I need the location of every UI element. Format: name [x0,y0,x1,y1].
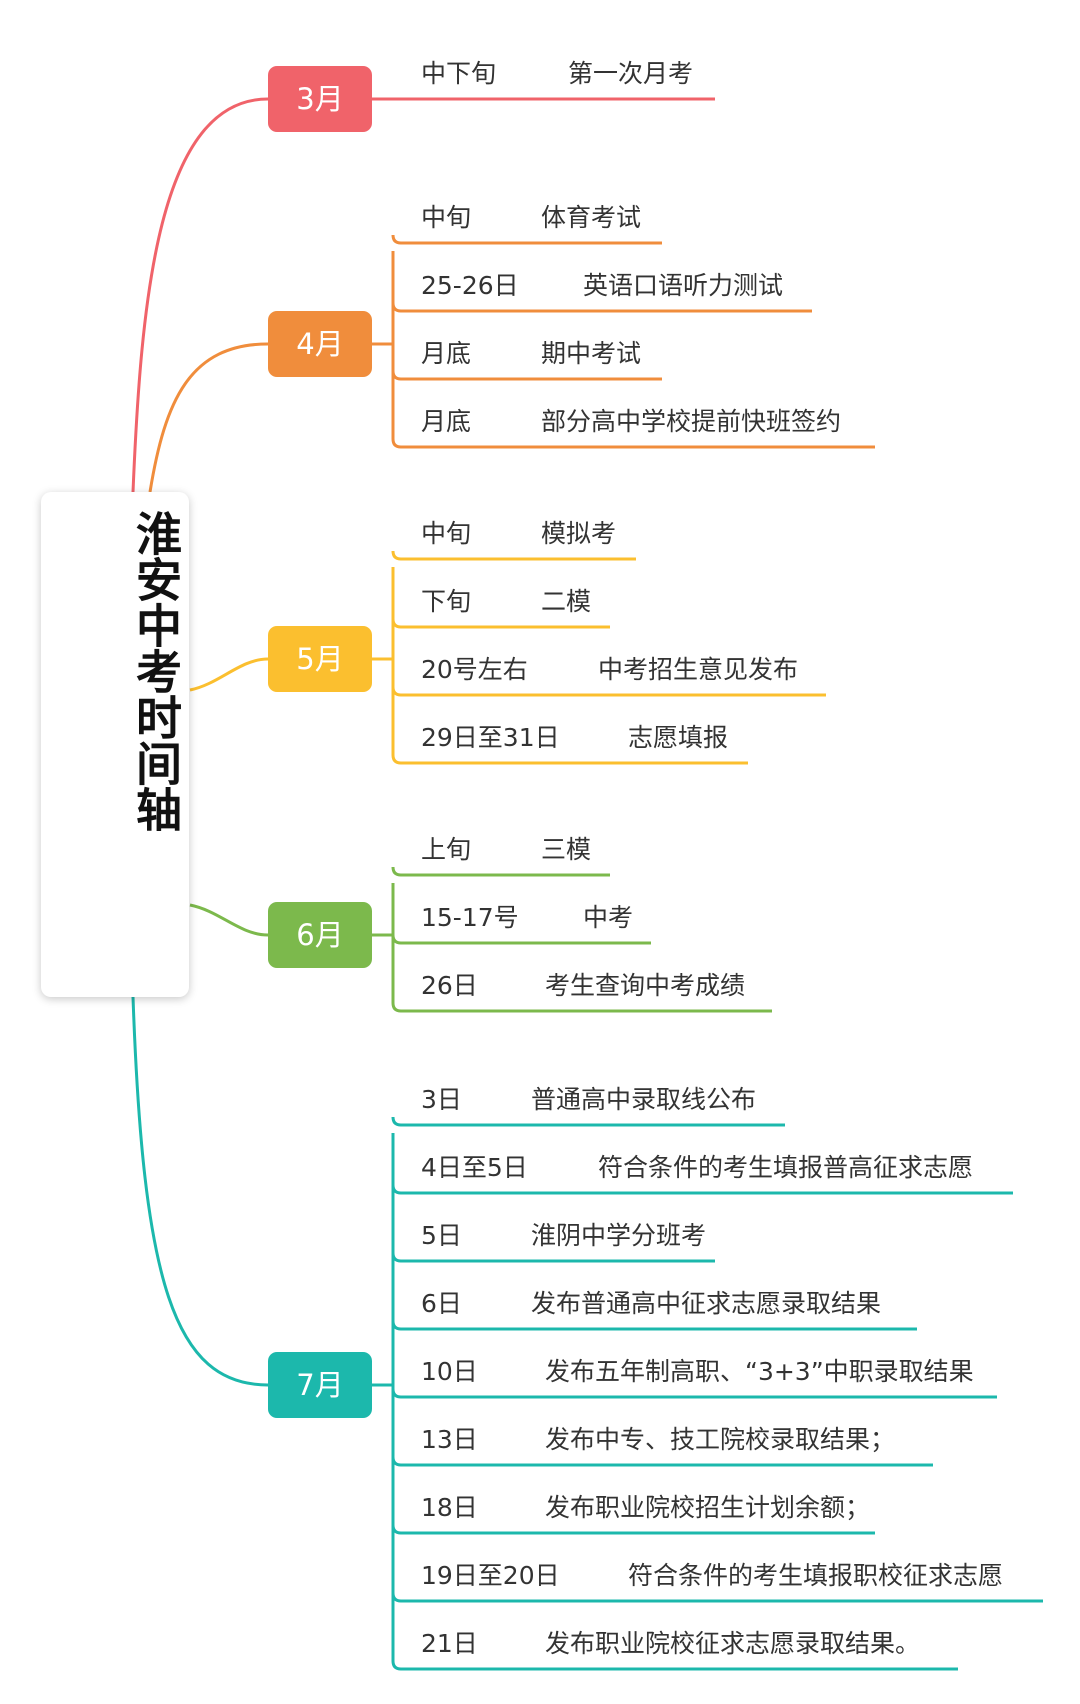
april-item-underline-4 [391,438,875,449]
item-date: 月底 [421,339,472,368]
item-date: 10日 [421,1357,478,1386]
item-event: 三模 [541,835,592,864]
item-event: 模拟考 [541,519,617,548]
july-item-underline-1 [391,1116,785,1127]
item-event: 发布五年制高职、“3+3”中职录取结果 [545,1357,974,1386]
may-root-connector [189,657,269,692]
april-item-underline-3 [391,370,662,381]
april-item-underline-2 [391,302,812,313]
root-title: 淮安中考时间轴 [41,510,189,832]
july-item-underline-7 [391,1524,875,1535]
item-date: 20号左右 [421,655,528,684]
item-event: 第一次月考 [568,59,694,88]
july-item-underline-6 [391,1456,933,1467]
july-root-connector [131,996,269,1387]
item-event: 期中考试 [541,339,642,368]
item-date: 6日 [421,1289,462,1318]
item-date: 中旬 [421,203,472,232]
month-node-june: 6月 [268,902,372,968]
item-event: 发布职业院校征求志愿录取结果。 [545,1629,921,1658]
may-item-underline-2 [391,618,610,629]
may-item-underline-3 [391,686,826,697]
item-date: 29日至31日 [421,723,560,752]
item-date: 3日 [421,1085,462,1114]
month-node-july: 7月 [268,1352,372,1418]
item-event: 发布中专、技工院校录取结果； [545,1425,896,1454]
item-event: 普通高中录取线公布 [531,1085,757,1114]
item-event: 符合条件的考生填报职校征求志愿 [628,1561,1004,1590]
june-root-connector [189,903,269,937]
month-node-april: 4月 [268,311,372,377]
month-node-may: 5月 [268,626,372,692]
item-date: 13日 [421,1425,478,1454]
item-date: 中旬 [421,519,472,548]
item-event: 发布普通高中征求志愿录取结果 [531,1289,882,1318]
may-item-underline-4 [391,754,748,765]
july-item-underline-5 [391,1388,997,1399]
item-date: 4日至5日 [421,1153,528,1182]
july-item-underline-8 [391,1592,1043,1603]
root-title-text: 淮安中考时间轴 [129,510,183,832]
item-event: 符合条件的考生填报普高征求志愿 [598,1153,974,1182]
item-event: 英语口语听力测试 [583,271,784,300]
item-date: 上旬 [421,835,472,864]
root-node: 淮安中考时间轴 [41,492,189,997]
item-event: 志愿填报 [628,723,729,752]
item-event: 部分高中学校提前快班签约 [541,407,842,436]
item-date: 19日至20日 [421,1561,560,1590]
april-item-underline-1 [391,234,662,245]
item-date: 月底 [421,407,472,436]
may-item-underline-1 [391,550,636,561]
item-event: 考生查询中考成绩 [545,971,746,1000]
item-date: 25-26日 [421,271,519,300]
item-event: 中考招生意见发布 [598,655,799,684]
item-event: 二模 [541,587,592,616]
item-event: 中考 [583,903,634,932]
july-item-underline-9 [391,1660,958,1671]
july-item-underline-2 [391,1184,1013,1195]
item-date: 中下旬 [421,59,497,88]
item-date: 15-17号 [421,903,519,932]
item-date: 21日 [421,1629,478,1658]
item-date: 下旬 [421,587,472,616]
item-date: 5日 [421,1221,462,1250]
item-date: 18日 [421,1493,478,1522]
item-date: 26日 [421,971,478,1000]
july-item-underline-3 [391,1252,715,1263]
june-item-underline-3 [391,1002,772,1013]
april-root-connector [148,342,269,493]
july-item-underline-4 [391,1320,917,1331]
item-event: 淮阴中学分班考 [531,1221,707,1250]
item-event: 体育考试 [541,203,642,232]
month-node-march: 3月 [268,66,372,132]
item-event: 发布职业院校招生计划余额； [545,1493,871,1522]
march-root-connector [131,97,269,493]
june-item-underline-1 [391,866,610,877]
june-item-underline-2 [391,934,651,945]
